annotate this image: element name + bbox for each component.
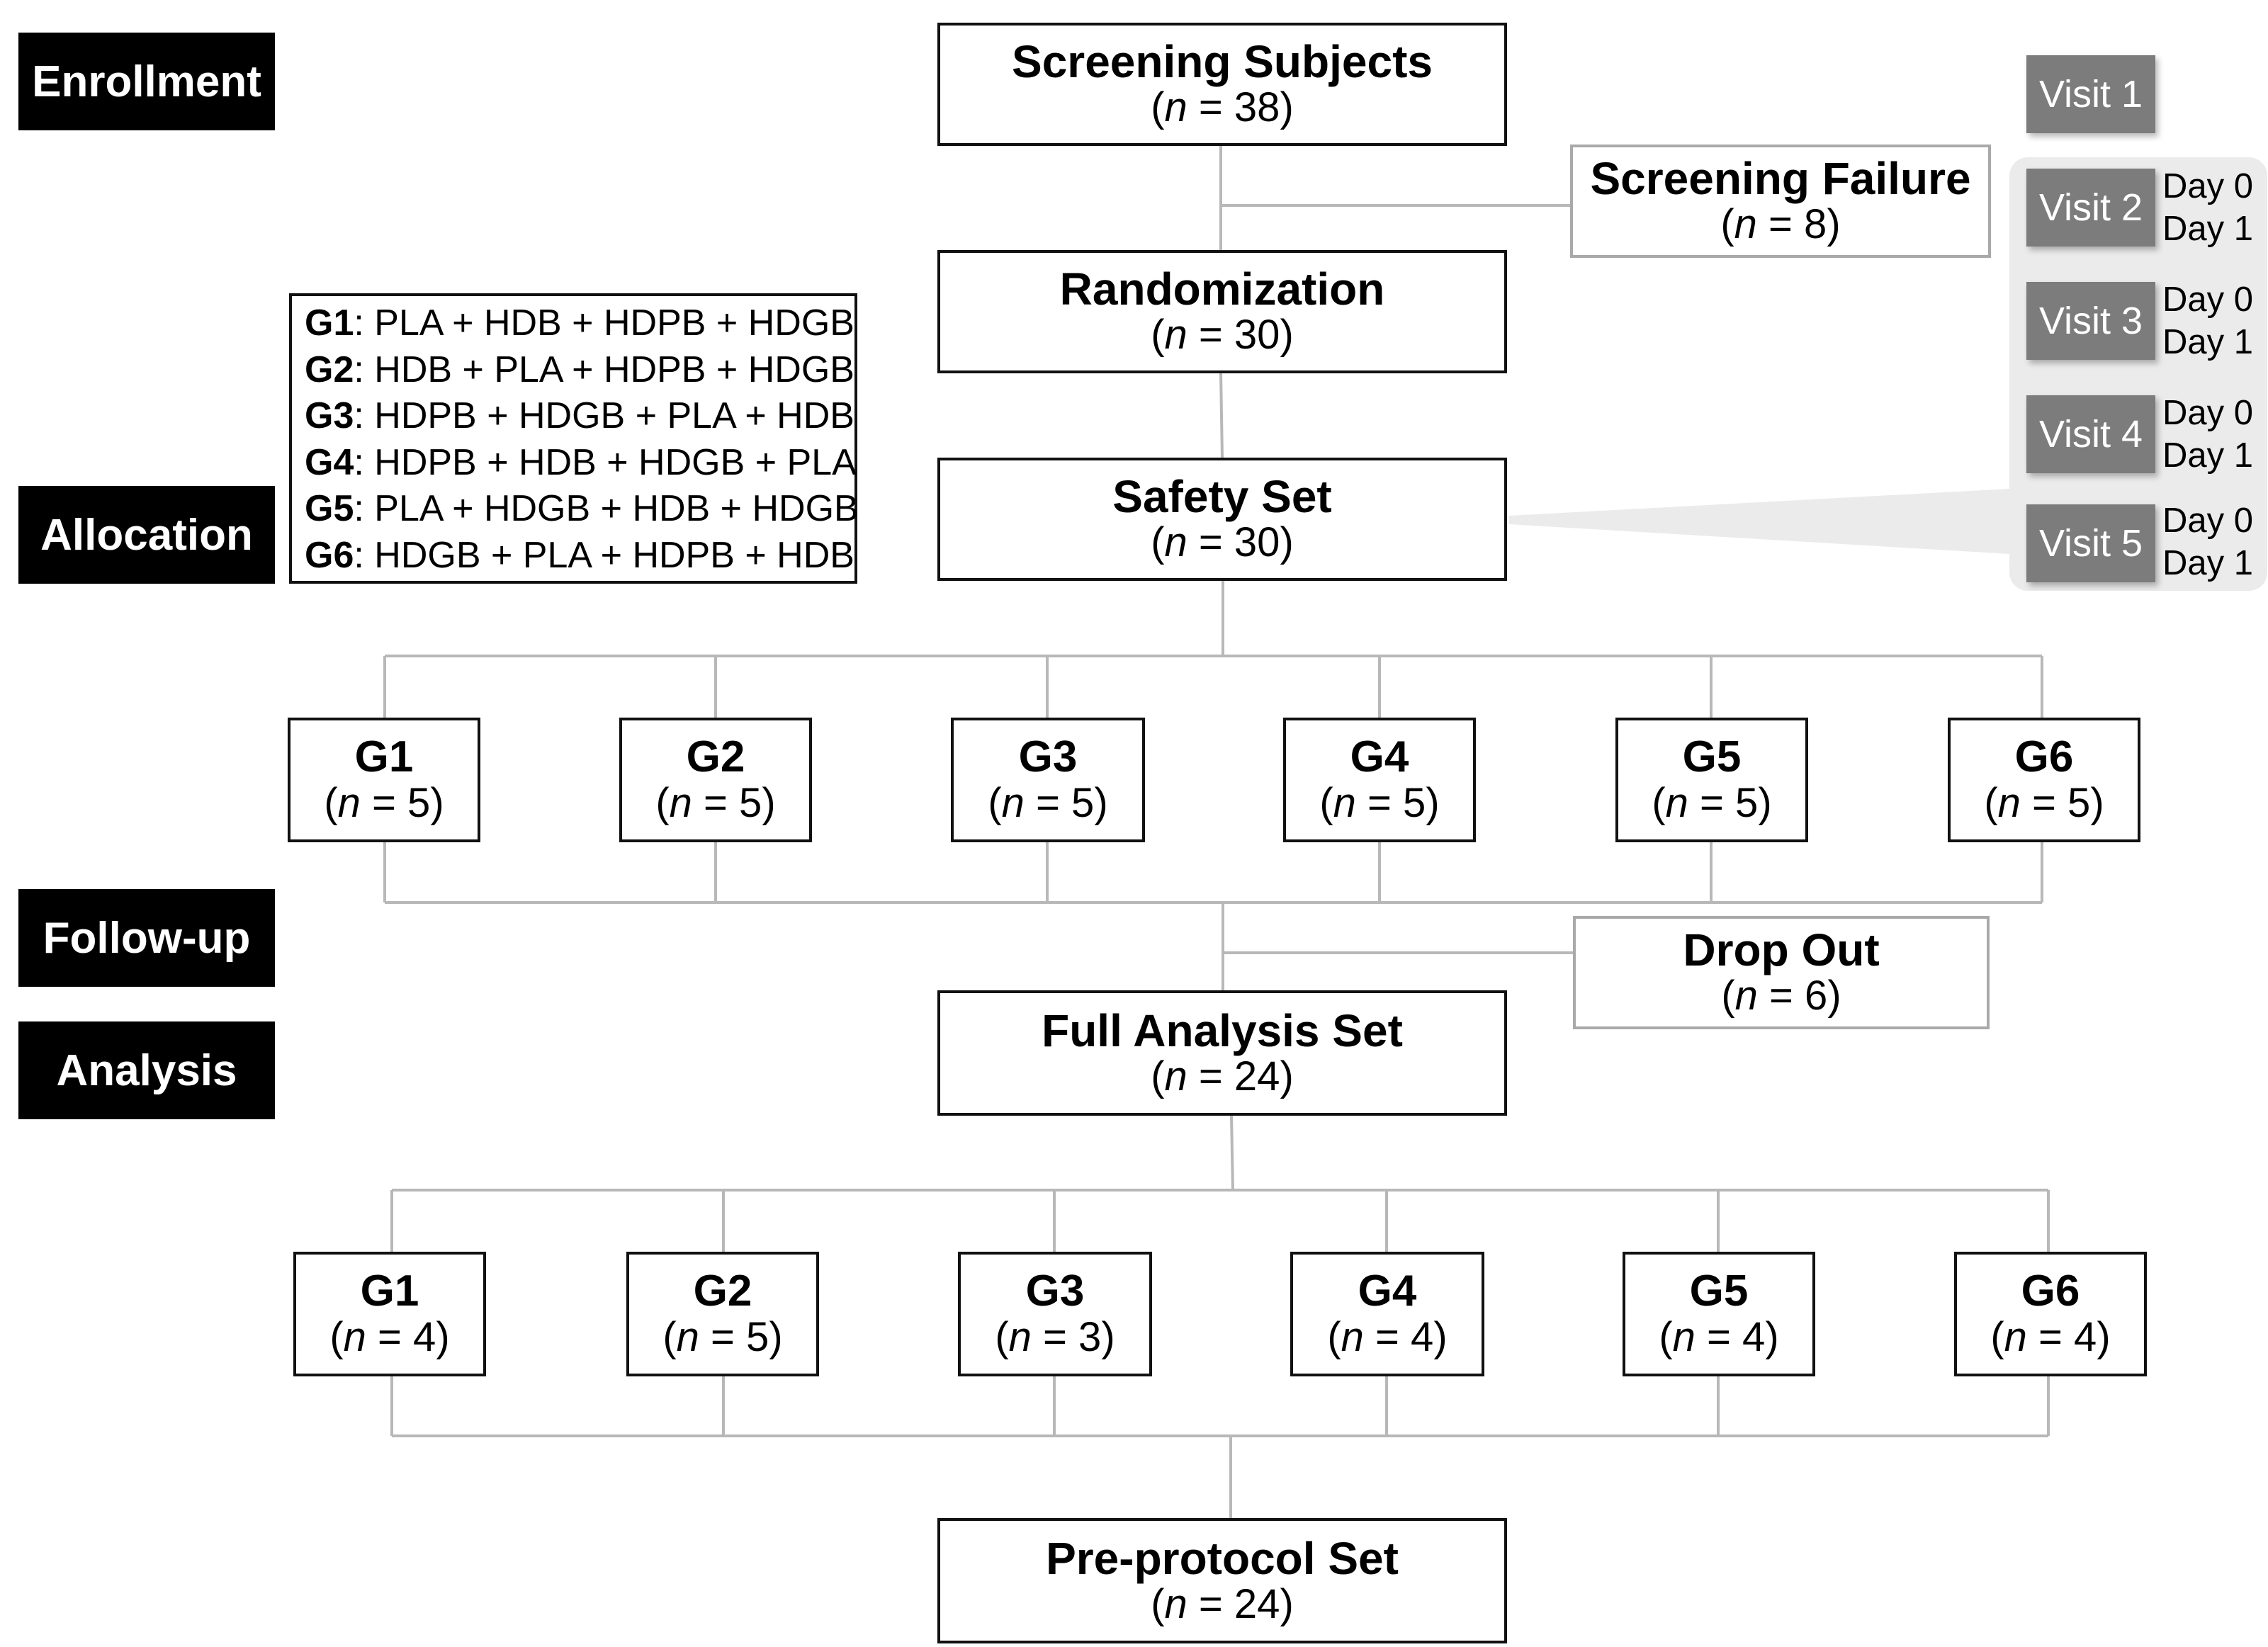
group-name: G6	[2014, 732, 2074, 781]
allocation-group-box-g6: G6 (n = 5)	[1948, 718, 2140, 842]
group-name: G1	[354, 732, 414, 781]
group-name: G3	[1025, 1267, 1085, 1315]
group-name: G6	[2021, 1267, 2080, 1315]
group-count: (n = 4)	[329, 1314, 450, 1360]
box-count: (n = 38)	[1151, 84, 1294, 130]
visit-badge-4: Visit 4	[2026, 395, 2155, 473]
phase-label-analysis: Analysis	[18, 1021, 275, 1119]
analysis-group-box-g3: G3 (n = 3)	[958, 1252, 1152, 1376]
analysis-group-box-g1: G1 (n = 4)	[293, 1252, 486, 1376]
group-name: G3	[1018, 732, 1078, 781]
allocation-group-box-g2: G2 (n = 5)	[619, 718, 812, 842]
allocation-group-box-g1: G1 (n = 5)	[288, 718, 480, 842]
group-count: (n = 5)	[655, 780, 776, 826]
phase-label-follow-up: Follow-up	[18, 889, 275, 987]
analysis-group-box-g5: G5 (n = 4)	[1623, 1252, 1815, 1376]
analysis-group-box-g6: G6 (n = 4)	[1954, 1252, 2147, 1376]
drop-out-box: Drop Out (n = 6)	[1573, 916, 1990, 1029]
visit-callout-wedge	[1509, 489, 2009, 554]
group-name: G5	[1682, 732, 1742, 781]
box-title: Drop Out	[1683, 924, 1880, 975]
box-count: (n = 6)	[1721, 973, 1841, 1019]
box-title: Pre-protocol Set	[1046, 1532, 1399, 1584]
legend-row-g1: G1: PLA + HDB + HDPB + HDGB	[305, 302, 854, 344]
group-count: (n = 5)	[1984, 780, 2104, 826]
legend-row-g6: G6: HDGB + PLA + HDPB + HDB	[305, 534, 854, 576]
safety-set-box: Safety Set (n = 30)	[937, 458, 1507, 581]
visit-badge-1: Visit 1	[2026, 55, 2155, 133]
group-count: (n = 5)	[1652, 780, 1772, 826]
group-count: (n = 5)	[1319, 780, 1440, 826]
screening-subjects-box: Screening Subjects (n = 38)	[937, 23, 1507, 146]
group-name: G2	[693, 1267, 752, 1315]
box-count: (n = 30)	[1151, 519, 1294, 565]
group-name: G5	[1689, 1267, 1749, 1315]
allocation-group-box-g4: G4 (n = 5)	[1283, 718, 1476, 842]
group-name: G4	[1358, 1267, 1417, 1315]
full-analysis-set-box: Full Analysis Set (n = 24)	[937, 990, 1507, 1116]
group-count: (n = 5)	[662, 1314, 783, 1360]
legend-row-g5: G5: PLA + HDGB + HDB + HDGB	[305, 488, 859, 529]
visit-panel-shade	[2009, 157, 2267, 591]
group-name: G2	[686, 732, 745, 781]
legend-row-g3: G3: HDPB + HDGB + PLA + HDB	[305, 395, 854, 436]
legend-row-g2: G2: HDB + PLA + HDPB + HDGB	[305, 349, 854, 390]
group-name: G1	[360, 1267, 419, 1315]
randomization-box: Randomization (n = 30)	[937, 250, 1507, 373]
allocation-sequence-legend: G1: PLA + HDB + HDPB + HDGB G2: HDB + PL…	[289, 293, 859, 584]
analysis-group-box-g2: G2 (n = 5)	[626, 1252, 819, 1376]
pre-protocol-set-box: Pre-protocol Set (n = 24)	[937, 1518, 1507, 1643]
visit-badge-3: Visit 3	[2026, 282, 2155, 360]
legend-row-g4: G4: HDPB + HDB + HDGB + PLA	[305, 441, 857, 483]
group-name: G4	[1350, 732, 1409, 781]
box-title: Safety Set	[1112, 471, 1332, 522]
analysis-group-box-g4: G4 (n = 4)	[1290, 1252, 1484, 1376]
box-title: Randomization	[1059, 264, 1385, 315]
box-title: Full Analysis Set	[1042, 1004, 1403, 1056]
group-count: (n = 4)	[1659, 1314, 1779, 1360]
box-count: (n = 24)	[1151, 1580, 1294, 1627]
group-count: (n = 5)	[988, 780, 1108, 826]
group-count: (n = 4)	[1327, 1314, 1448, 1360]
phase-label-allocation: Allocation	[18, 486, 275, 584]
phase-label-enrollment: Enrollment	[18, 33, 275, 130]
group-count: (n = 3)	[995, 1314, 1115, 1360]
box-title: Screening Failure	[1590, 153, 1971, 204]
allocation-group-box-g5: G5 (n = 5)	[1615, 718, 1808, 842]
group-count: (n = 5)	[324, 780, 444, 826]
allocation-group-box-g3: G3 (n = 5)	[951, 718, 1145, 842]
visit-badge-5: Visit 5	[2026, 504, 2155, 582]
box-count: (n = 24)	[1151, 1053, 1294, 1099]
visit-badge-2: Visit 2	[2026, 169, 2155, 247]
group-count: (n = 4)	[1990, 1314, 2111, 1360]
box-count: (n = 8)	[1720, 201, 1841, 247]
screening-failure-box: Screening Failure (n = 8)	[1570, 145, 1991, 258]
box-title: Screening Subjects	[1012, 36, 1433, 87]
box-count: (n = 30)	[1151, 312, 1294, 358]
